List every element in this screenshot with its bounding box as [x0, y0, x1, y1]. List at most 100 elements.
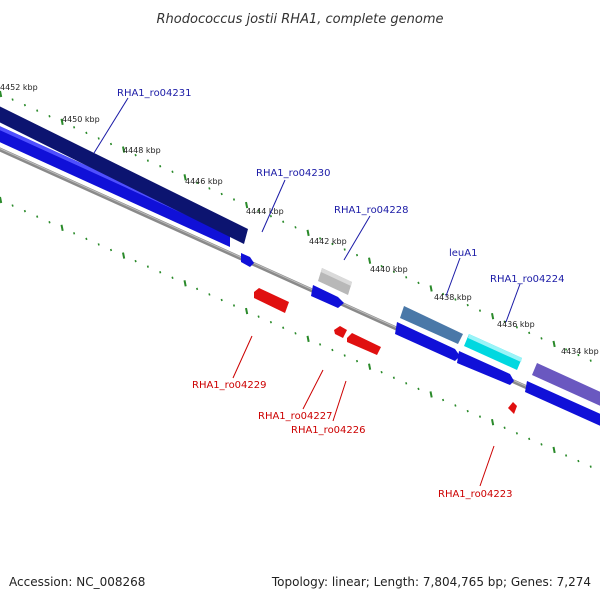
gene-ro04229[interactable]: [254, 288, 289, 313]
forward-gene-row: [0, 104, 600, 408]
tick-mark: [282, 326, 285, 329]
cds-ro04228[interactable]: [311, 285, 344, 308]
tick-mark: [23, 103, 26, 107]
tick-mark: [220, 192, 223, 196]
tick-mark: [540, 443, 543, 446]
tick-mark: [380, 264, 383, 268]
tick-mark: [159, 164, 162, 168]
cds-ro04224[interactable]: [457, 351, 514, 385]
label-ro04227[interactable]: RHA1_ro04227: [258, 411, 333, 422]
label-ro04224[interactable]: RHA1_ro04224: [490, 274, 565, 285]
tick-mark: [134, 259, 137, 263]
gene-ro04224[interactable]: [464, 334, 522, 370]
tick-mark: [306, 229, 310, 237]
tick-mark: [73, 126, 76, 129]
label-ro04226[interactable]: RHA1_ro04226: [291, 425, 366, 436]
tick-mark: [85, 237, 88, 241]
tick-mark: [442, 398, 445, 402]
tick-mark: [269, 320, 272, 324]
tick-mark: [85, 131, 88, 135]
tick-mark: [589, 465, 592, 468]
label-ro04228[interactable]: RHA1_ro04228: [334, 205, 409, 216]
tick-mark: [159, 270, 162, 274]
cds-leuA1[interactable]: [395, 322, 460, 361]
tick-mark: [23, 209, 26, 213]
tick-mark: [491, 418, 495, 426]
gene-ro04223[interactable]: [508, 402, 517, 414]
upper-tick-row: [0, 90, 592, 362]
gene-ro04227[interactable]: [334, 326, 347, 338]
forward-gene-labels: RHA1_ro04231 RHA1_ro04230 RHA1_ro04228 l…: [117, 88, 565, 285]
tick-mark: [417, 387, 420, 391]
label-leuA1[interactable]: leuA1: [449, 248, 477, 259]
label-ro04229[interactable]: RHA1_ro04229: [192, 380, 267, 391]
tick-mark: [294, 332, 297, 335]
tick-mark: [11, 204, 14, 207]
scale-label: 4446 kbp: [185, 177, 223, 186]
tick-mark: [405, 276, 408, 279]
tick-mark: [392, 270, 395, 273]
tick-mark: [60, 224, 64, 231]
tick-mark: [331, 348, 334, 352]
tick-mark: [245, 307, 249, 315]
tick-mark: [171, 170, 174, 173]
tick-mark: [257, 209, 260, 212]
scale-label: 4452 kbp: [0, 83, 38, 92]
tick-mark: [60, 118, 64, 125]
tick-mark: [196, 287, 199, 291]
tick-mark: [331, 242, 334, 246]
tick-mark: [208, 293, 211, 296]
scale-label: 4450 kbp: [62, 115, 100, 124]
tick-mark: [368, 363, 372, 370]
tick-mark: [319, 237, 322, 240]
gene-leuA1[interactable]: [400, 306, 463, 344]
tick-mark: [134, 153, 137, 157]
tick-mark: [196, 181, 199, 185]
scale-labels: 4452 kbp 4450 kbp 4448 kbp 4446 kbp 4444…: [0, 83, 599, 356]
tick-mark: [380, 370, 383, 374]
scale-label: 4436 kbp: [497, 320, 535, 329]
tick-mark: [515, 432, 518, 435]
label-ro04231[interactable]: RHA1_ro04231: [117, 88, 192, 99]
topology-summary: Topology: linear; Length: 7,804,765 bp; …: [271, 575, 591, 589]
gene-next[interactable]: [532, 363, 600, 408]
gene-ro04231[interactable]: [0, 104, 248, 244]
tick-mark: [294, 226, 297, 229]
tick-mark: [343, 354, 346, 357]
tick-mark: [528, 437, 531, 441]
tick-mark: [0, 196, 3, 204]
cds-next[interactable]: [525, 381, 600, 428]
cds-ro04230[interactable]: [241, 253, 254, 267]
tick-mark: [552, 446, 556, 454]
tick-mark: [515, 326, 518, 329]
reverse-gene-labels: RHA1_ro04229 RHA1_ro04227 RHA1_ro04226 R…: [192, 380, 513, 500]
tick-mark: [269, 214, 272, 218]
tick-mark: [146, 159, 149, 162]
tick-mark: [503, 320, 506, 323]
tick-mark: [257, 315, 260, 318]
gene-ro04228[interactable]: [318, 268, 352, 295]
tick-mark: [97, 137, 100, 140]
tick-mark: [503, 426, 506, 429]
reverse-gene-row: [254, 288, 517, 414]
gene-ro04226[interactable]: [347, 333, 381, 355]
tick-mark: [478, 415, 482, 418]
tick-mark: [48, 220, 51, 224]
scale-label: 4440 kbp: [370, 265, 408, 274]
label-ro04230[interactable]: RHA1_ro04230: [256, 168, 331, 179]
tick-mark: [528, 331, 531, 335]
tick-mark: [73, 232, 76, 235]
tick-mark: [429, 391, 433, 398]
tick-mark: [429, 285, 433, 292]
tick-mark: [552, 340, 556, 348]
tick-mark: [491, 312, 495, 320]
lower-tick-row: [0, 196, 592, 468]
scale-label: 4444 kbp: [246, 207, 284, 216]
tick-mark: [343, 248, 346, 251]
gene-ro04224-shade: [468, 334, 522, 362]
tick-mark: [171, 276, 174, 279]
label-ro04223[interactable]: RHA1_ro04223: [438, 489, 513, 500]
tick-mark: [109, 142, 113, 146]
tick-mark: [405, 382, 408, 385]
